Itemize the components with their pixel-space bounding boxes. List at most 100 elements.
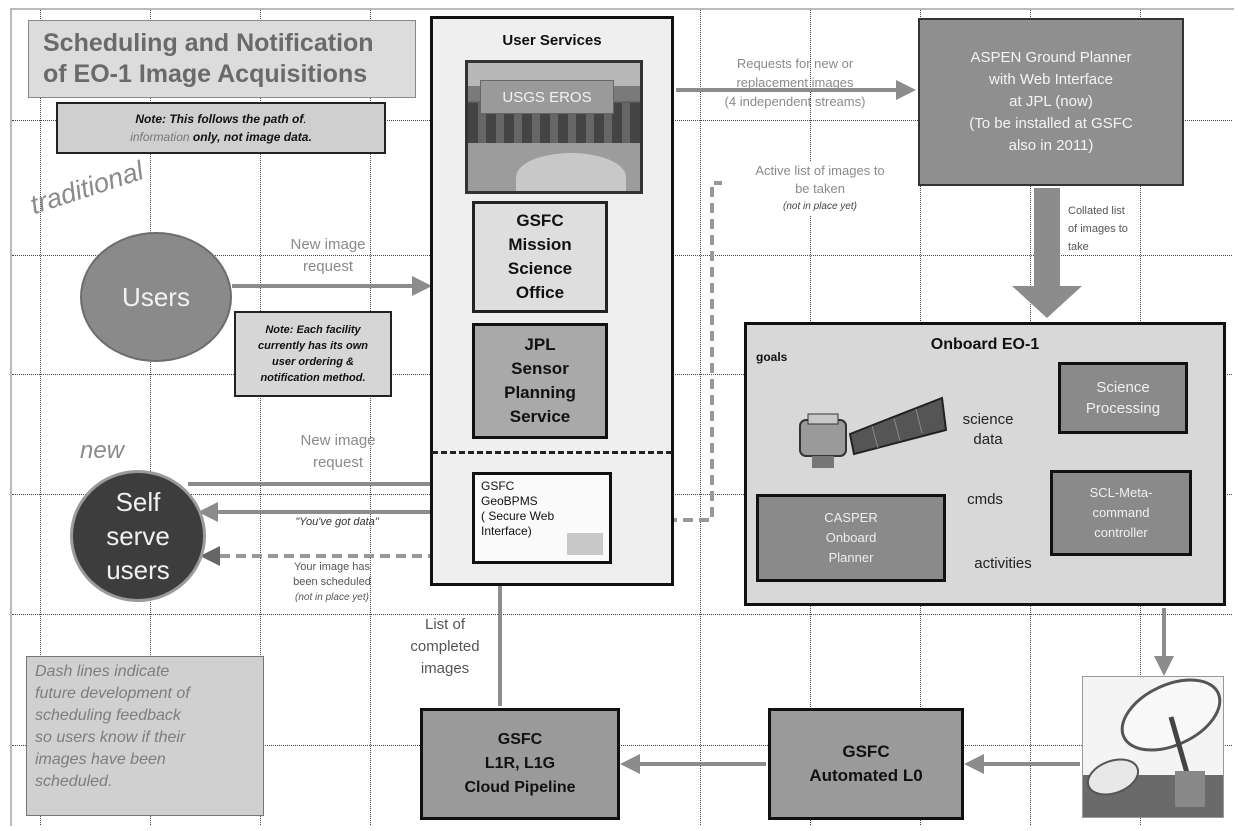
edge-label-cmds: cmds (967, 491, 1003, 508)
users-node: Users (80, 232, 232, 362)
diagram-title: Scheduling and Notification of EO-1 Imag… (28, 20, 416, 98)
note-text: information (130, 130, 190, 144)
node-label: Sensor (511, 359, 569, 378)
grid-line (150, 10, 151, 825)
edge-label-text: completed (410, 638, 480, 655)
node-label: at JPL (now) (1009, 93, 1093, 110)
node-label: L1R, L1G (484, 755, 556, 772)
note-text: so users know if their (35, 729, 186, 746)
casper-onboard-planner: CASPER Onboard Planner (756, 494, 946, 582)
edge-label-text: take (1068, 241, 1089, 253)
edge-label-text: request (302, 258, 354, 275)
edge-label-requests: Requests for new or replacement images (… (690, 54, 900, 111)
grid-line (700, 10, 701, 825)
edge-label-text: been scheduled (293, 576, 371, 588)
title-line: Scheduling and Notification (43, 29, 374, 57)
edge-label-text: of images to (1068, 223, 1128, 235)
note-facility: Note: Each facility currently has its ow… (234, 311, 392, 397)
ground-station-dish-icon (1082, 676, 1224, 818)
gsfc-l1-cloud-pipeline: GSFC L1R, L1G Cloud Pipeline (420, 708, 620, 820)
grid-line (12, 614, 1232, 615)
node-label: Mission (508, 235, 572, 254)
node-label: command (1092, 505, 1150, 520)
node-label: Users (122, 281, 190, 312)
edge-label-completed: List of completed images (390, 614, 500, 680)
edge-label-text: be taken (795, 181, 845, 196)
title-line: of EO-1 Image Acquisitions (43, 60, 368, 88)
edge-label-text: (not in place yet) (783, 201, 857, 212)
edge-label-active-list: Active list of images to be taken (not i… (722, 162, 918, 216)
grid-line (260, 10, 261, 825)
edge-label-text: images (420, 660, 470, 677)
usgs-eros-label: USGS EROS (480, 80, 614, 114)
gsfc-automated-l0: GSFC Automated L0 (768, 708, 964, 820)
dash-lines-note: Dash lines indicate future development o… (26, 656, 264, 816)
road-image (516, 153, 626, 191)
note-text: Note: This follows the path of (135, 112, 304, 126)
note-text: future development of (35, 685, 190, 702)
node-label: Science (507, 259, 573, 278)
node-label: GSFC (842, 742, 890, 761)
edge-label-text: Collated list (1068, 205, 1125, 217)
node-label: Cloud Pipeline (464, 779, 576, 796)
note-text: only, not image data. (192, 130, 312, 144)
node-label: (To be installed at GSFC (969, 115, 1133, 132)
note-text: user ordering & (272, 356, 354, 368)
node-label: serve (106, 521, 170, 551)
edge-label-text: data (973, 431, 1003, 448)
node-label: Self (115, 487, 161, 517)
grid-line (370, 10, 371, 825)
edge-label-text: New image (300, 432, 376, 449)
note-text: images have been (35, 751, 166, 768)
node-label: GSFC (516, 211, 564, 230)
onboard-eo1-title: Onboard EO-1 (930, 336, 1040, 353)
node-label: Automated L0 (809, 766, 923, 785)
edge-label-text: List of (424, 616, 466, 633)
edge-label-text: Active list of images to (755, 163, 885, 178)
node-label: Planning (504, 383, 576, 402)
gsfc-geobpms-node: GSFC GeoBPMS ( Secure Web Interface) (472, 472, 612, 564)
node-label: CASPER (824, 510, 878, 525)
node-label: Service (509, 407, 571, 426)
edge-label-text: request (312, 454, 364, 471)
node-label: GSFC (497, 731, 543, 748)
node-label: SCL-Meta- (1089, 485, 1153, 500)
node-label: Onboard (825, 530, 877, 545)
edge-label-text: science (962, 411, 1014, 428)
node-label: controller (1094, 525, 1148, 540)
node-label: with Web Interface (989, 71, 1113, 88)
grid-line (40, 10, 41, 825)
note-text: currently has its own (257, 340, 369, 352)
node-label: Science (1096, 379, 1150, 396)
satellite-icon (799, 396, 948, 468)
note-text: Note: Each facility (265, 324, 361, 336)
note-text: Dash lines indicate (35, 663, 170, 680)
note-text: notification method. (260, 372, 366, 384)
tag-new: new (80, 437, 125, 464)
user-services-dashed-divider (432, 451, 672, 454)
edge-label-new-request-self: New image request (258, 430, 418, 474)
node-label: Processing (1085, 400, 1161, 417)
node-label: Planner (828, 550, 874, 565)
edge-label-text: (4 independent streams) (724, 94, 866, 109)
aspen-ground-planner: ASPEN Ground Planner with Web Interface … (918, 18, 1184, 186)
scl-meta-command-controller: SCL-Meta- command controller (1050, 470, 1192, 556)
node-label: also in 2011) (1008, 137, 1094, 154)
web-interface-thumbnail (567, 533, 603, 555)
edge-label-text: Your image has (293, 561, 371, 573)
node-label: GeoBPMS (481, 494, 538, 508)
node-label: JPL (524, 335, 556, 354)
edge-label-science-data: science data (948, 410, 1028, 450)
edge-label-scheduled: Your image has been scheduled (not in pl… (262, 560, 402, 605)
gsfc-mission-science-office: GSFC Mission Science Office (472, 201, 608, 313)
grid-line (12, 745, 1232, 746)
edge-label-collated: Collated list of images to take (1068, 202, 1158, 256)
science-processing-node: Science Processing (1058, 362, 1188, 434)
node-label: Office (515, 283, 565, 302)
diagram-frame (10, 8, 1234, 826)
self-serve-users-node: Self serve users (70, 470, 206, 602)
edge-label-text: (not in place yet) (295, 592, 369, 603)
jpl-sensor-planning-service: JPL Sensor Planning Service (472, 323, 608, 439)
edge-label-text: Requests for new or (736, 56, 854, 71)
edge-label-text: replacement images (736, 75, 854, 90)
